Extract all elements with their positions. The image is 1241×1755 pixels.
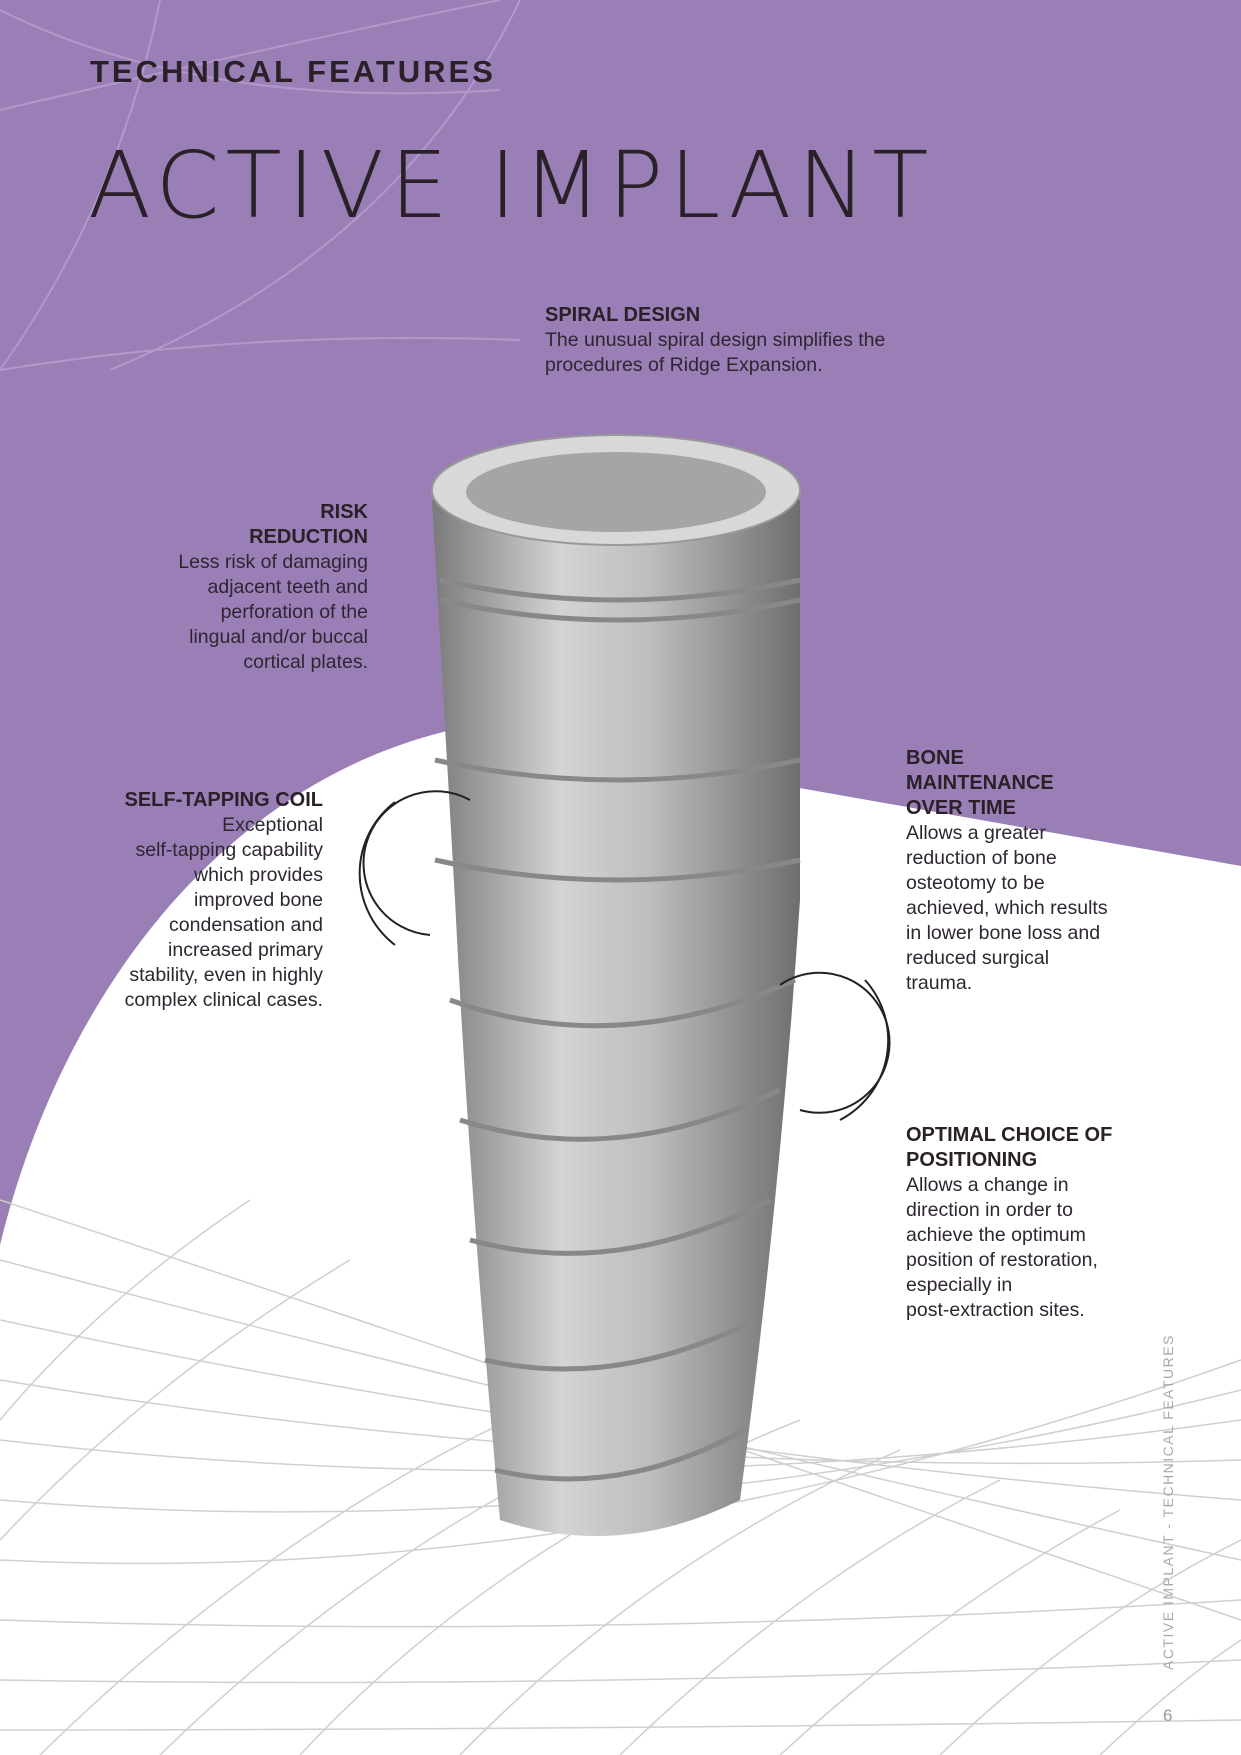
feature-self-tapping-coil: SELF-TAPPING COIL Exceptional self-tappi…: [90, 788, 323, 1013]
body-line: improved bone: [194, 889, 323, 911]
feature-body: Exceptional self-tapping capability whic…: [90, 813, 323, 1013]
body-line: Allows a change in: [906, 1174, 1069, 1196]
decorative-arcs: [0, 0, 521, 371]
body-line: direction in order to: [906, 1199, 1073, 1221]
title-line: RISK: [320, 501, 368, 523]
title-line: BONE: [906, 747, 964, 769]
running-head: ACTIVE IMPLANT - TECHNICAL FEATURES: [1160, 1334, 1176, 1670]
feature-title: RISK REDUCTION: [140, 500, 368, 550]
body-line: complex clinical cases.: [124, 989, 323, 1011]
body-line: reduction of bone: [906, 847, 1057, 869]
body-line: in lower bone loss and: [906, 922, 1101, 944]
body-line: perforation of the: [220, 601, 368, 623]
feature-title: SPIRAL DESIGN: [545, 304, 701, 326]
feature-title: BONE MAINTENANCE OVER TIME: [906, 746, 1146, 821]
feature-title: OPTIMAL CHOICE OF POSITIONING: [906, 1123, 1166, 1173]
body-line: lingual and/or buccal: [189, 626, 368, 648]
title-line: MAINTENANCE: [906, 772, 1054, 794]
body-line: condensation and: [169, 914, 323, 936]
title-line: REDUCTION: [249, 526, 368, 548]
body-line: achieve the optimum: [906, 1224, 1086, 1246]
title-line: OVER TIME: [906, 797, 1017, 819]
feature-title: SELF-TAPPING COIL: [124, 789, 323, 811]
body-line: trauma.: [906, 972, 973, 994]
body-line: Allows a greater: [906, 822, 1046, 844]
body-line: post-extraction sites.: [906, 1299, 1085, 1321]
feature-bone-maintenance: BONE MAINTENANCE OVER TIME Allows a grea…: [906, 746, 1146, 996]
body-line: which provides: [194, 864, 323, 886]
feature-body: Allows a change in direction in order to…: [906, 1173, 1166, 1323]
page-number: 6: [1163, 1706, 1173, 1725]
body-line: reduced surgical: [906, 947, 1050, 969]
title-line: OPTIMAL CHOICE OF: [906, 1124, 1113, 1146]
body-line: especially in: [906, 1274, 1013, 1296]
body-line: Less risk of damaging: [178, 551, 368, 573]
body-line: increased primary: [168, 939, 323, 961]
body-line: adjacent teeth and: [207, 576, 368, 598]
callout-circles: [358, 790, 891, 1121]
section-kicker: TECHNICAL FEATURES: [90, 54, 496, 89]
feature-spiral-design: SPIRAL DESIGN The unusual spiral design …: [545, 303, 965, 378]
body-line: position of restoration,: [906, 1249, 1098, 1271]
feature-body: Allows a greater reduction of bone osteo…: [906, 821, 1146, 996]
feature-body: Less risk of damaging adjacent teeth and…: [140, 550, 368, 675]
body-line: osteotomy to be: [906, 872, 1045, 894]
body-line: cortical plates.: [243, 651, 368, 673]
feature-risk-reduction: RISK REDUCTION Less risk of damaging adja…: [140, 500, 368, 675]
feature-body: The unusual spiral design simplifies the…: [545, 329, 886, 376]
implant-illustration: [431, 434, 801, 1536]
title-line: POSITIONING: [906, 1149, 1038, 1171]
body-line: achieved, which results: [906, 897, 1108, 919]
body-line: Exceptional: [222, 814, 323, 836]
body-line: stability, even in highly: [129, 964, 323, 986]
page-title: ACTIVE IMPLANT: [88, 132, 935, 239]
body-line: self-tapping capability: [135, 839, 323, 861]
feature-optimal-positioning: OPTIMAL CHOICE OF POSITIONING Allows a c…: [906, 1123, 1166, 1323]
